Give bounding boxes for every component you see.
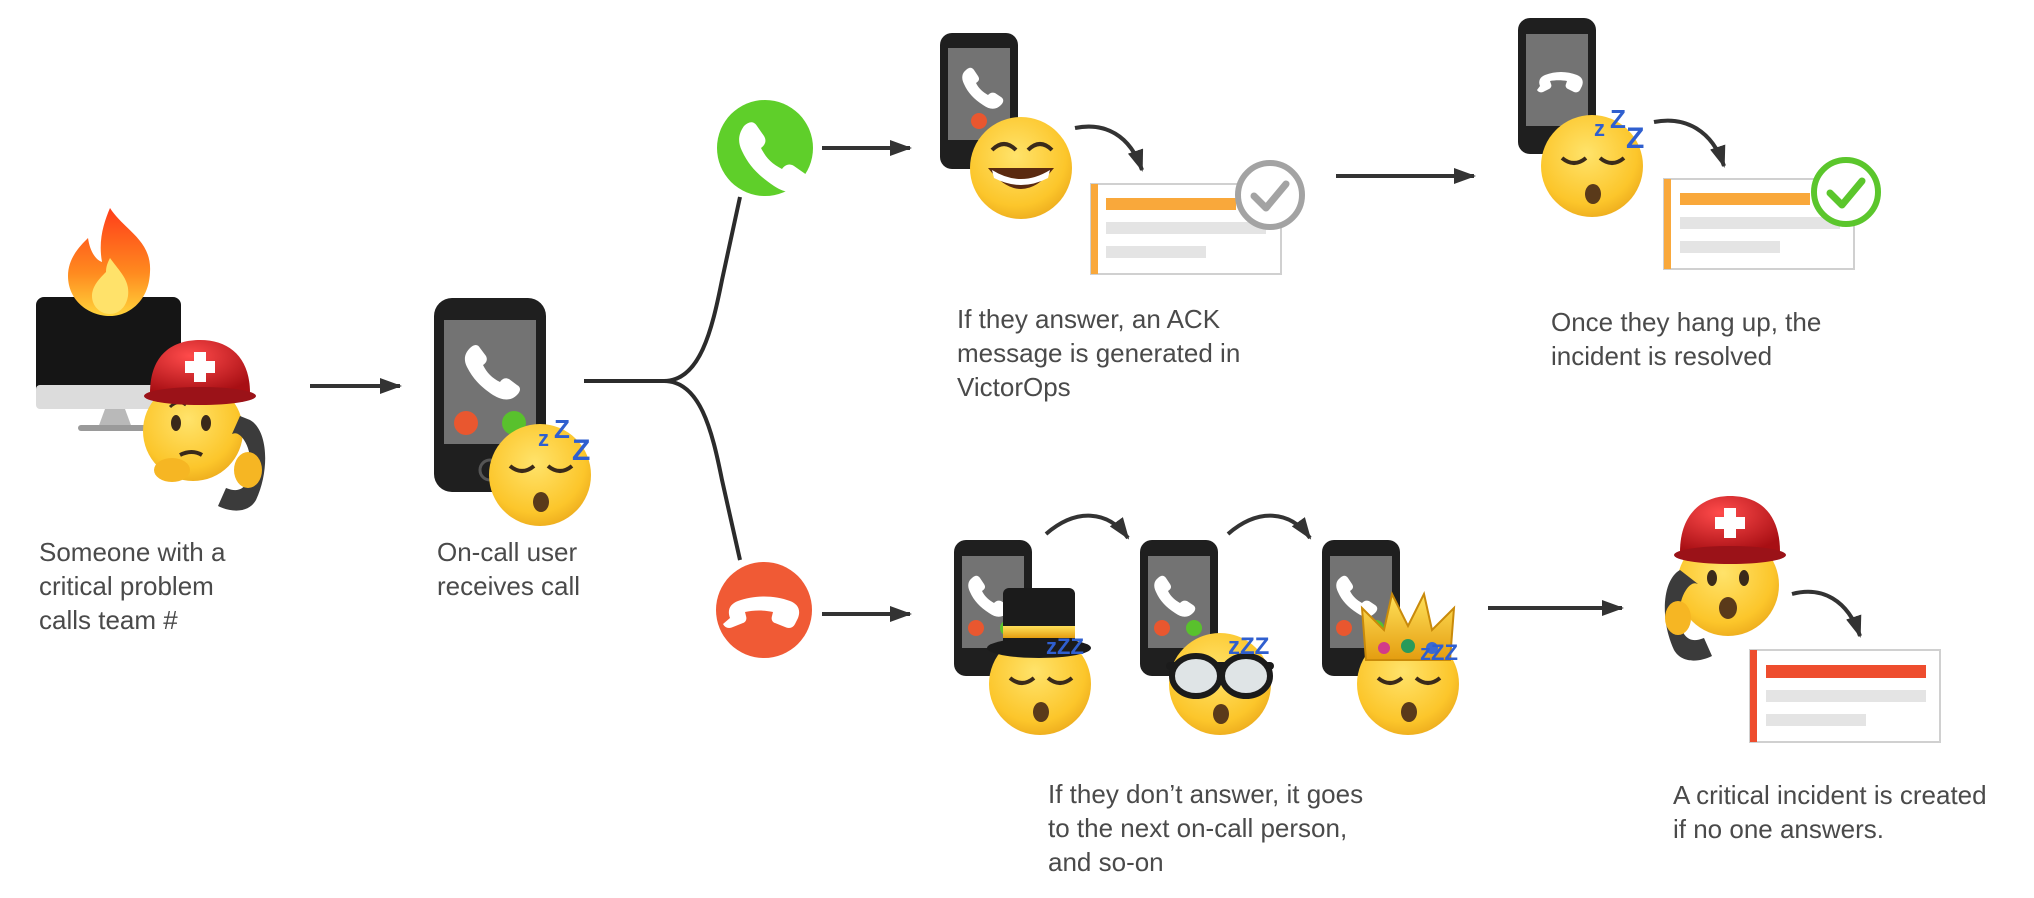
critical-caption: A critical incident is created if no one…	[1673, 778, 1987, 846]
snore-z-icon: zZZ	[1046, 634, 1084, 659]
phone-icon	[1140, 540, 1218, 676]
crown-icon	[1360, 591, 1456, 661]
svg-text:z: z	[538, 426, 549, 451]
top-hat-icon	[987, 588, 1091, 658]
caption-line: A critical incident is created	[1673, 780, 1987, 810]
sleeping-face-icon: z Z Z	[489, 414, 591, 526]
curved-arrow-icon	[1653, 118, 1726, 168]
caption-line: and so-on	[1048, 847, 1164, 877]
caption-line: If they don’t answer, it goes	[1048, 779, 1364, 809]
caption-line: message is generated in	[957, 338, 1241, 368]
telephone-receiver-icon	[218, 416, 266, 511]
sunglasses-icon	[1166, 653, 1274, 699]
fire-icon	[68, 208, 151, 316]
caption-line: calls team #	[39, 605, 178, 635]
critical-group	[1664, 496, 1941, 743]
caption-line: If they answer, an ACK	[957, 304, 1221, 334]
caption-line: to the next on-call person,	[1048, 813, 1348, 843]
snore-z-icon: zZZ	[1228, 633, 1269, 660]
svg-text:Z: Z	[1626, 122, 1644, 155]
sleeping-face-icon	[989, 633, 1091, 735]
caption-line: critical problem	[39, 571, 214, 601]
svg-text:Z: Z	[1610, 104, 1626, 134]
escalate-caption: If they don’t answer, it goes to the nex…	[1048, 777, 1363, 879]
curved-arrow-icon	[1044, 513, 1130, 540]
curved-arrow-icon	[1074, 124, 1144, 172]
snore-z-icon: zZZ	[1420, 640, 1458, 665]
branch-connector	[584, 196, 742, 561]
caption-line: On-call user	[437, 537, 578, 567]
check-circle-icon	[1811, 157, 1881, 227]
caption-line: incident is resolved	[1551, 341, 1773, 371]
grinning-face-icon	[970, 117, 1072, 219]
resolved-caption: Once they hang up, the incident is resol…	[1551, 305, 1821, 373]
ack-group	[940, 33, 1305, 275]
resolved-group: z Z Z	[1518, 18, 1881, 270]
rescue-helmet-icon	[144, 340, 256, 405]
phone-hangup-icon	[1518, 18, 1596, 154]
telephone-receiver-icon	[1664, 570, 1712, 661]
sleeping-face-icon: z Z Z	[1541, 104, 1644, 217]
oncall-group: z Z Z	[434, 298, 591, 526]
reporter-group	[36, 208, 266, 511]
caption-line: VictorOps	[957, 372, 1071, 402]
caption-line: if no one answers.	[1673, 814, 1885, 844]
curved-arrow-icon	[1226, 513, 1312, 540]
curved-arrow-icon	[1791, 589, 1862, 638]
escalation-group: zZZ zZZ	[954, 513, 1459, 735]
monitor-icon	[36, 297, 181, 431]
caption-line: receives call	[437, 571, 581, 601]
critical-incident-card	[1749, 649, 1941, 743]
svg-text:Z: Z	[554, 414, 570, 444]
caption-line: Someone with a	[39, 537, 226, 567]
check-circle-icon	[1235, 160, 1305, 230]
caption-line: Once they hang up, the	[1551, 307, 1822, 337]
answer-button-icon	[717, 100, 813, 196]
reporter-caption: Someone with a critical problem calls te…	[39, 535, 225, 637]
rescue-helmet-icon	[1674, 496, 1786, 564]
ack-caption: If they answer, an ACK message is genera…	[957, 302, 1240, 404]
oncall-caption: On-call user receives call	[437, 535, 580, 603]
svg-text:z: z	[1594, 116, 1605, 141]
decline-button-icon	[716, 562, 812, 658]
svg-text:Z: Z	[572, 434, 590, 467]
